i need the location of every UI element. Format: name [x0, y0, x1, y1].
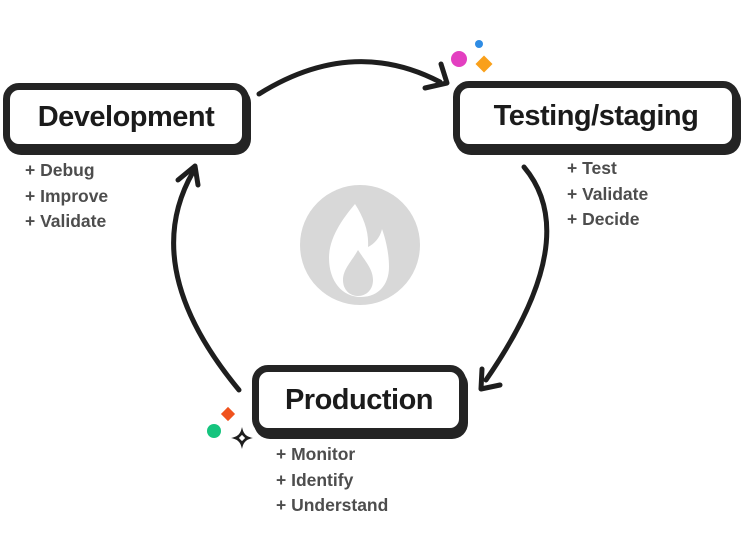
bullet-item: + Decide: [567, 209, 640, 229]
sparkle-icon: [231, 427, 253, 449]
testing-staging-label: Testing/staging: [493, 99, 699, 132]
node-development: Development: [3, 83, 249, 151]
orange-diamond-icon: [220, 406, 236, 422]
production-label: Production: [284, 383, 434, 416]
pink-dot-icon: [451, 51, 467, 67]
development-label: Development: [37, 100, 215, 133]
bullet-item: + Debug: [25, 160, 95, 180]
amber-diamond-icon: [475, 55, 493, 73]
green-dot-icon: [207, 424, 221, 438]
development-bullets: + Debug + Improve + Validate: [25, 158, 108, 235]
production-bullets: + Monitor + Identify + Understand: [276, 442, 388, 519]
flame-icon: [329, 204, 389, 297]
testing-staging-bullets: + Test + Validate + Decide: [567, 156, 648, 233]
flame-badge: [300, 185, 420, 305]
bullet-item: + Monitor: [276, 444, 356, 464]
node-production: Production: [252, 365, 466, 435]
bullet-item: + Test: [567, 158, 617, 178]
bullet-item: + Validate: [25, 211, 107, 231]
arrow-development-to-testing-icon: [256, 59, 450, 97]
blue-dot-icon: [475, 40, 483, 48]
bullet-item: + Validate: [567, 183, 649, 204]
arrow-production-to-development-icon: [171, 163, 242, 393]
bullet-item: + Improve: [25, 185, 109, 206]
node-testing-staging: Testing/staging: [453, 81, 739, 151]
arrow-testing-to-production-icon: [478, 164, 550, 392]
bullet-item: + Identify: [276, 469, 354, 490]
bullet-item: + Understand: [276, 495, 389, 515]
